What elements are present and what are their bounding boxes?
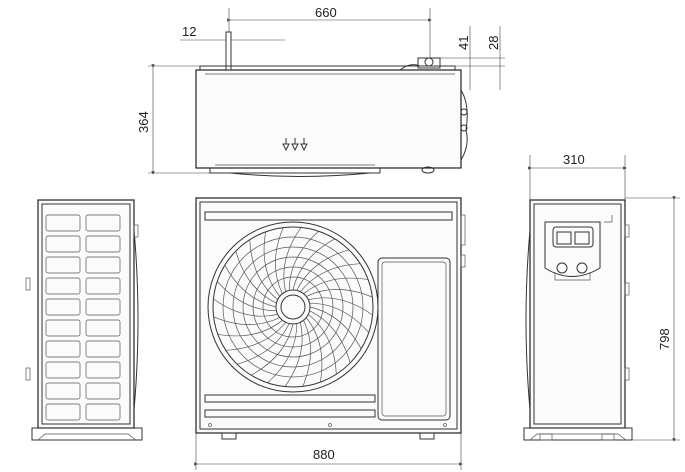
fan-spoke — [283, 227, 302, 292]
fan-guard — [207, 221, 379, 393]
top-view-lip — [199, 65, 456, 70]
fan-spoke — [225, 322, 286, 351]
fan-spoke — [309, 302, 370, 333]
fan-spoke — [309, 310, 351, 363]
dim-top-depth: 364 — [136, 111, 151, 133]
dim-side-depth: 310 — [563, 152, 585, 167]
right-side-view: 310 798 — [523, 152, 680, 442]
left-side-base — [31, 427, 143, 441]
fan-spoke — [296, 249, 349, 291]
front-view-body — [195, 197, 462, 434]
fan-spoke — [308, 314, 337, 375]
fan-spoke — [267, 323, 298, 384]
top-view-body — [195, 69, 462, 169]
fan-spoke — [213, 316, 280, 325]
top-view: 660 12 41 28 364 — [136, 5, 505, 177]
fan-spoke — [303, 277, 369, 294]
fan-spoke — [292, 238, 335, 291]
fan-spoke — [302, 320, 311, 387]
fan-spoke — [306, 317, 323, 383]
dim-valve-offset-1: 41 — [456, 36, 471, 50]
left-side-view — [25, 199, 143, 441]
dim-height: 798 — [657, 328, 672, 350]
fan-spoke — [224, 265, 277, 308]
fan-spoke — [309, 306, 362, 349]
fan-spoke — [235, 251, 277, 304]
airflow-arrows — [282, 138, 308, 152]
dim-pipe-offset: 12 — [182, 24, 196, 39]
dim-valve-offset-2: 28 — [486, 36, 501, 50]
right-side-body — [529, 199, 626, 429]
fan-spoke — [263, 231, 280, 297]
fan-spoke — [251, 323, 294, 376]
fan-spoke — [288, 230, 319, 291]
fan-spoke — [275, 227, 284, 294]
fan-spoke — [237, 323, 290, 365]
fan-spoke — [306, 289, 373, 298]
dim-top-width: 660 — [315, 5, 337, 20]
fan-spoke — [216, 281, 277, 312]
left-side-grille — [45, 214, 121, 421]
dim-front-width: 880 — [313, 447, 335, 462]
pipe-stub — [225, 31, 232, 71]
front-view: 880 — [194, 197, 466, 470]
front-service-panel — [377, 257, 451, 421]
fan-spoke — [249, 239, 278, 300]
fan-spoke — [217, 320, 283, 337]
front-top-slot — [204, 211, 453, 221]
fan-spoke — [308, 297, 373, 316]
fan-spoke — [284, 322, 303, 387]
fan-spoke — [300, 263, 361, 292]
valve-housing — [544, 221, 601, 281]
fan-spoke — [213, 298, 278, 317]
